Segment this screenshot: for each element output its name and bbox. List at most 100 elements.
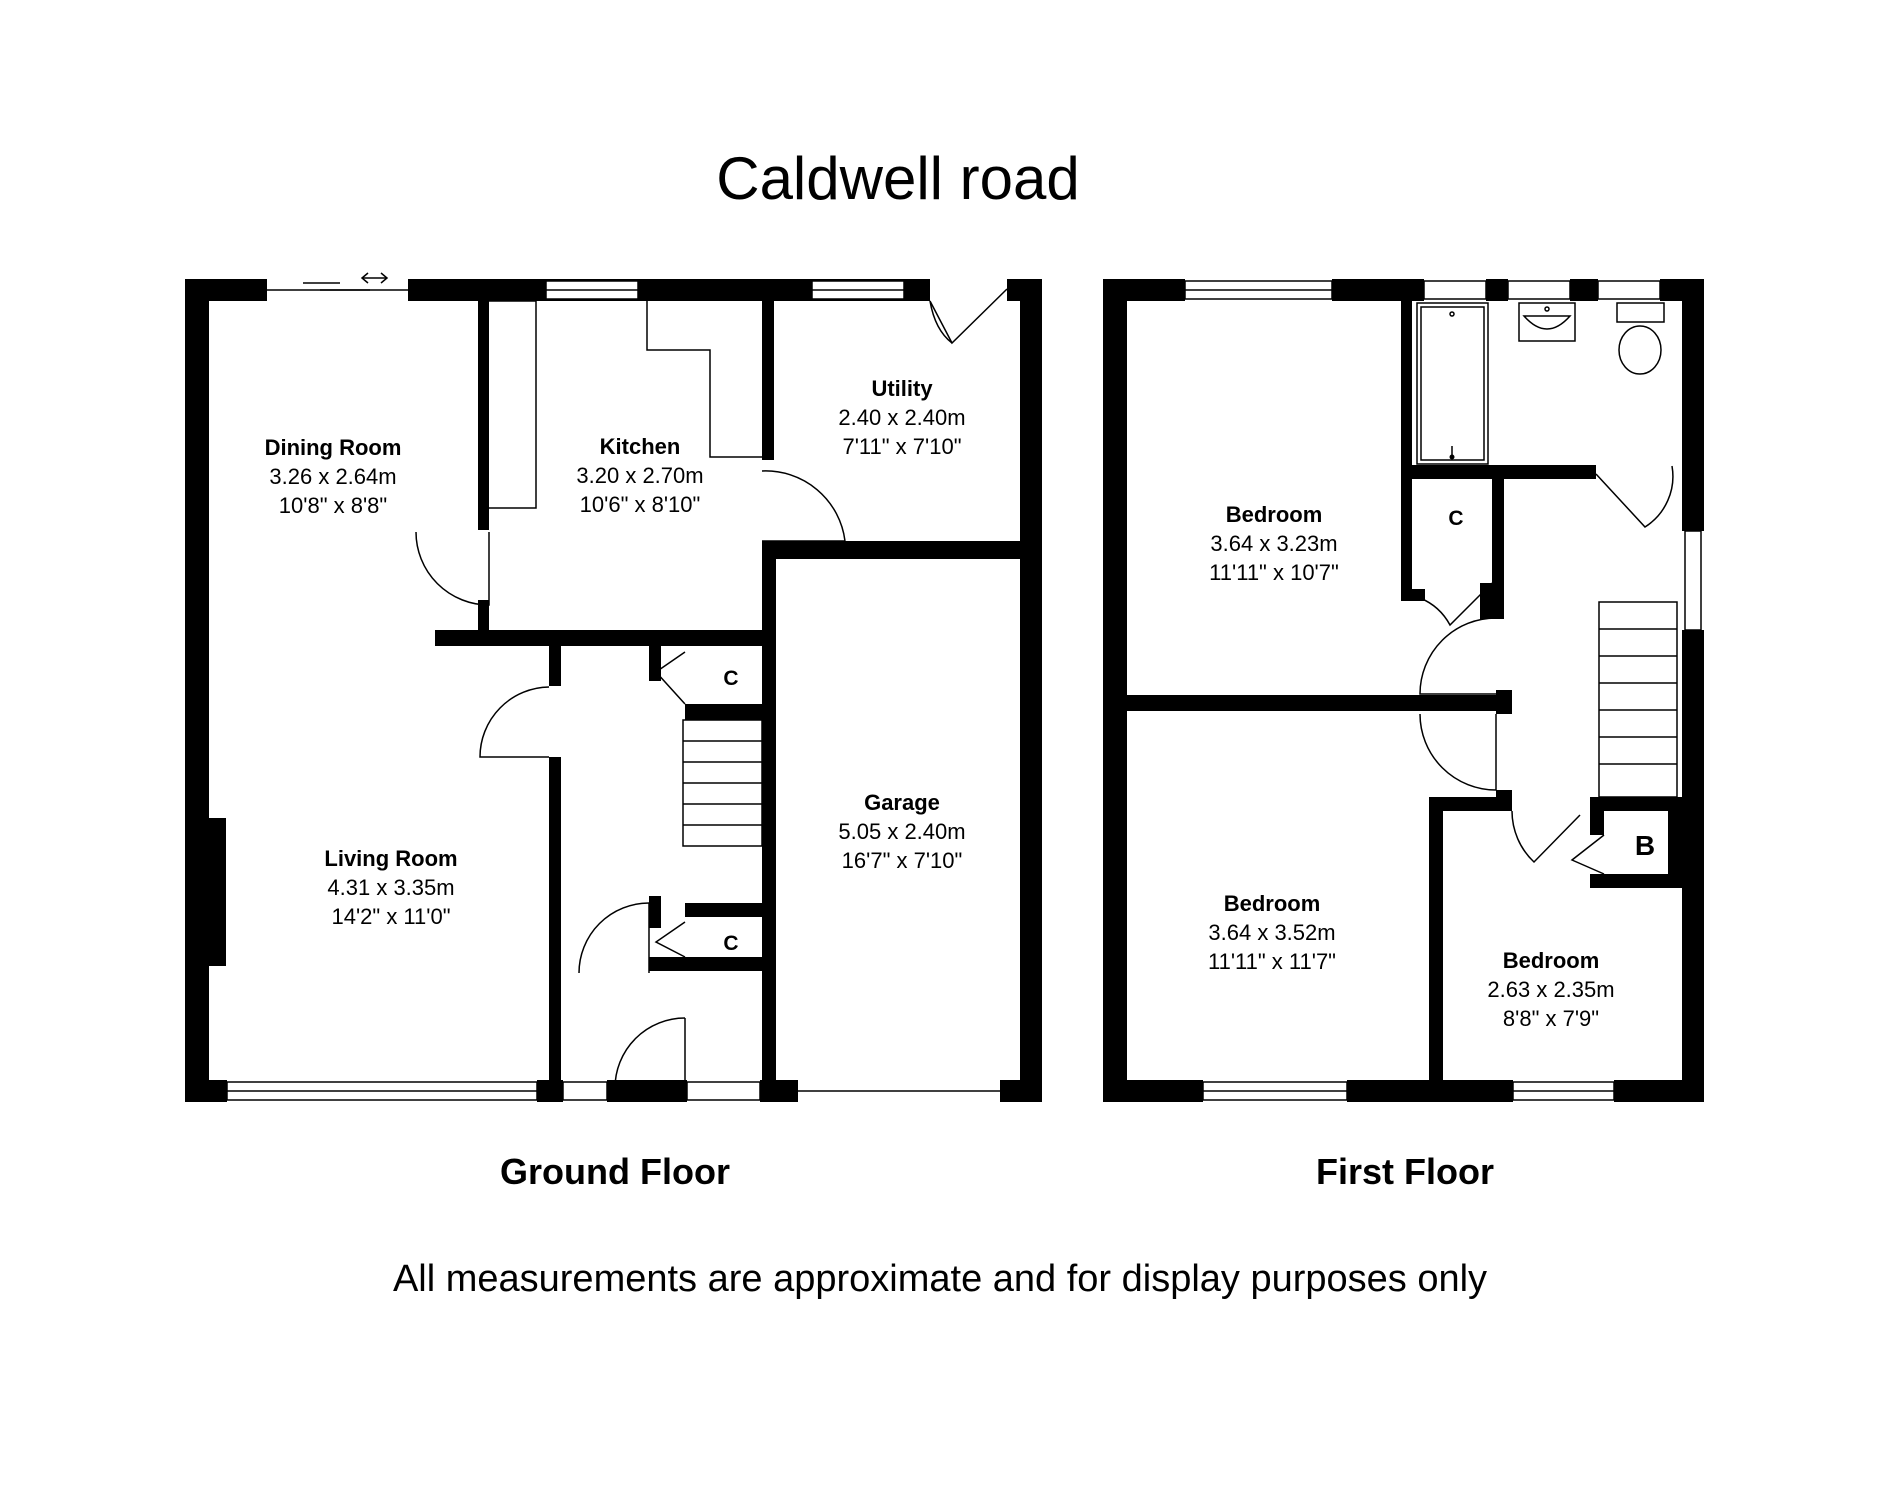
first-floor-plan: Bedroom 3.64 x 3.23m 11'11" x 10'7" Bedr… [1103, 279, 1704, 1192]
disclaimer-text: All measurements are approximate and for… [393, 1258, 1487, 1300]
bedroom-label: Bedroom 2.63 x 2.35m 8'8" x 7'9" [1487, 948, 1614, 1031]
svg-text:Bedroom: Bedroom [1224, 891, 1321, 916]
hall-door [578, 902, 650, 974]
garage-label: Garage 5.05 x 2.40m 16'7" x 7'10" [838, 790, 965, 873]
dining-kitchen-wall [478, 301, 489, 530]
cupboard-door-2 [654, 921, 686, 958]
first-east-wall [1682, 630, 1704, 1102]
bathroom-window [1597, 280, 1661, 300]
cupboard-wall [1401, 589, 1425, 601]
ground-south-wall [607, 1080, 687, 1102]
kitchen-label: Kitchen 3.20 x 2.70m 10'6" x 8'10" [576, 434, 703, 517]
cupboard-label: C [1448, 507, 1463, 530]
utility-garage-wall [776, 541, 1020, 559]
front-door [614, 1017, 686, 1089]
svg-text:3.26 x 2.64m: 3.26 x 2.64m [269, 464, 396, 489]
svg-text:3.64 x 3.23m: 3.64 x 3.23m [1210, 531, 1337, 556]
ground-floor-plan: Dining Room 3.26 x 2.64m 10'8" x 8'8" Ki… [185, 272, 1042, 1192]
first-west-wall [1103, 279, 1127, 1102]
svg-text:Dining Room: Dining Room [265, 435, 402, 460]
cupboard-label: C [723, 667, 738, 690]
svg-text:11'11" x 11'7": 11'11" x 11'7" [1208, 949, 1336, 974]
cupboard-door [1419, 582, 1493, 627]
ground-floor-label: Ground Floor [500, 1151, 730, 1192]
svg-text:10'6" x 8'10": 10'6" x 8'10" [580, 492, 701, 517]
svg-text:2.63 x 2.35m: 2.63 x 2.35m [1487, 977, 1614, 1002]
ground-west-wall [185, 279, 209, 1102]
first-south-wall [1614, 1080, 1704, 1102]
bathroom-door [1595, 465, 1674, 528]
svg-text:8'8" x 7'9": 8'8" x 7'9" [1503, 1006, 1599, 1031]
ground-north-wall [408, 279, 930, 301]
ground-south-wall [1000, 1080, 1042, 1102]
svg-text:3.64 x 3.52m: 3.64 x 3.52m [1208, 920, 1335, 945]
bedroom-divider-wall [1496, 690, 1512, 714]
ground-south-wall [185, 1080, 227, 1102]
first-floor-label: First Floor [1316, 1151, 1494, 1192]
hall-window [686, 1081, 761, 1101]
bedroom-divider-wall [1429, 797, 1512, 811]
living-hall-wall [549, 646, 561, 686]
cupboard-wall [649, 896, 661, 928]
svg-text:Garage: Garage [864, 790, 940, 815]
cupboard-wall [1480, 583, 1504, 619]
boiler-cupboard-wall [1590, 874, 1682, 888]
dining-kitchen-door [415, 531, 490, 606]
first-north-wall [1332, 279, 1424, 301]
toilet [1616, 302, 1665, 375]
bedroom-bathroom-wall [1401, 301, 1412, 598]
svg-text:10'8" x 8'8": 10'8" x 8'8" [279, 493, 387, 518]
svg-text:Living Room: Living Room [324, 846, 457, 871]
svg-text:14'2" x 11'0": 14'2" x 11'0" [331, 904, 450, 929]
kitchen-worktop [646, 301, 762, 458]
first-stairs [1598, 601, 1678, 798]
bedroom-door-3 [1511, 810, 1581, 864]
svg-text:7'11" x 7'10": 7'11" x 7'10" [842, 434, 961, 459]
svg-text:Bedroom: Bedroom [1226, 502, 1323, 527]
kitchen-utility-wall [762, 301, 774, 460]
cupboard-label: C [723, 932, 738, 955]
boiler-cupboard-wall [1590, 797, 1682, 811]
cupboard-wall [685, 704, 765, 720]
chimney-breast [200, 818, 226, 966]
bath-tub [1416, 302, 1489, 465]
svg-text:3.20 x 2.70m: 3.20 x 2.70m [576, 463, 703, 488]
svg-text:4.31 x 3.35m: 4.31 x 3.35m [327, 875, 454, 900]
bedroom-divider-wall [1496, 790, 1512, 811]
svg-text:16'7" x 7'10": 16'7" x 7'10" [842, 848, 963, 873]
boiler-cupboard-wall [1590, 811, 1604, 835]
first-north-wall [1103, 279, 1185, 301]
boiler-cupboard-wall [1668, 811, 1682, 888]
porch-window [562, 1081, 608, 1101]
dining-hall-wall [435, 630, 765, 646]
svg-text:11'11" x 10'7": 11'11" x 10'7" [1209, 560, 1339, 585]
first-east-wall [1682, 279, 1704, 531]
dining-room-label: Dining Room 3.26 x 2.64m 10'8" x 8'8" [265, 435, 402, 518]
svg-text:2.40 x 2.40m: 2.40 x 2.40m [838, 405, 965, 430]
bedroom-divider-wall [1127, 695, 1507, 711]
bedroom-divider-wall [1429, 797, 1443, 1102]
ground-stairs [682, 719, 763, 847]
cupboard-wall [685, 903, 765, 917]
bedroom-door-1 [1419, 617, 1497, 695]
bedroom-door-2 [1419, 713, 1497, 791]
utility-external-door [929, 288, 1008, 345]
garage-west-wall [762, 541, 776, 1102]
boiler-cupboard-door [1570, 834, 1605, 875]
cupboard-wall [649, 646, 661, 681]
kitchen-worktop [489, 300, 537, 509]
bathroom-wall [1492, 465, 1596, 479]
living-room-label: Living Room 4.31 x 3.35m 14'2" x 11'0" [324, 846, 457, 929]
boiler-label: B [1635, 830, 1655, 861]
dining-kitchen-wall [478, 600, 489, 634]
landing-window [1684, 530, 1702, 631]
wash-basin [1518, 302, 1576, 342]
cupboard-door-1 [654, 651, 686, 705]
first-north-wall [1570, 279, 1598, 301]
first-north-wall [1486, 279, 1508, 301]
living-hall-wall [549, 757, 561, 1102]
svg-text:Bedroom: Bedroom [1503, 948, 1600, 973]
ground-east-wall [1020, 279, 1042, 1102]
patio-sliding-door [267, 272, 408, 291]
